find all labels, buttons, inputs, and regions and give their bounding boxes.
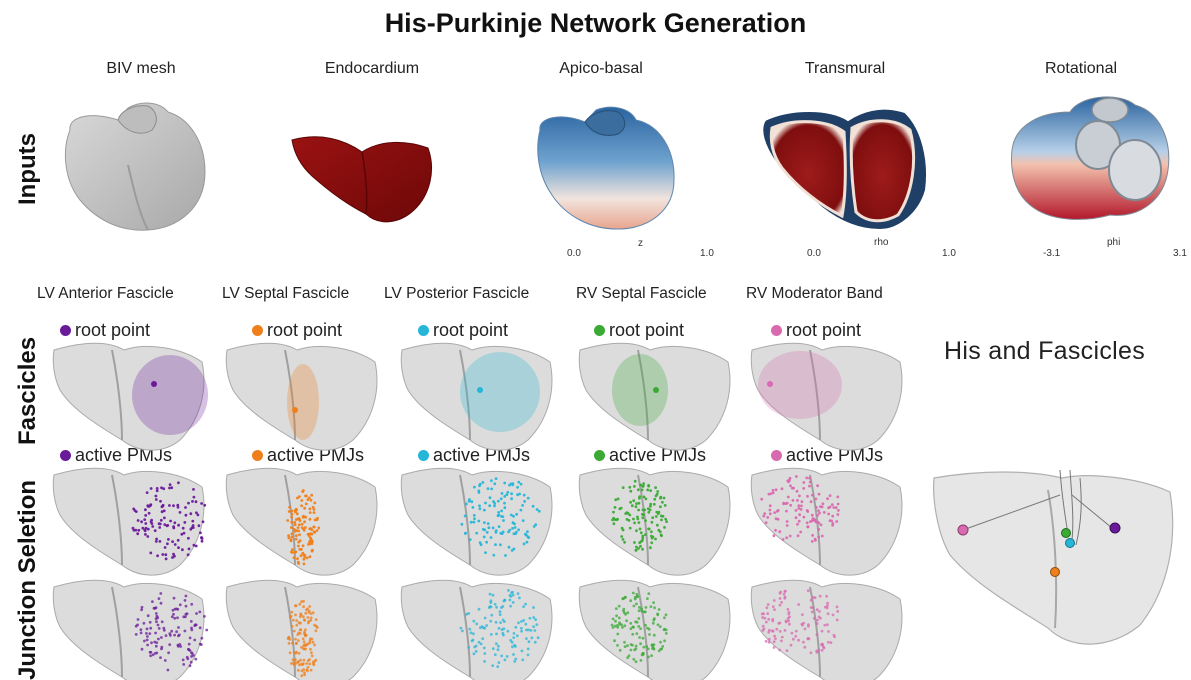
his-root-lv-posterior [1066,539,1075,548]
his-root-moderator-band [958,525,968,535]
his-root-lv-anterior [1110,523,1120,533]
his-root-lv-septal [1051,568,1060,577]
his-root-rv-septal [1062,529,1071,538]
